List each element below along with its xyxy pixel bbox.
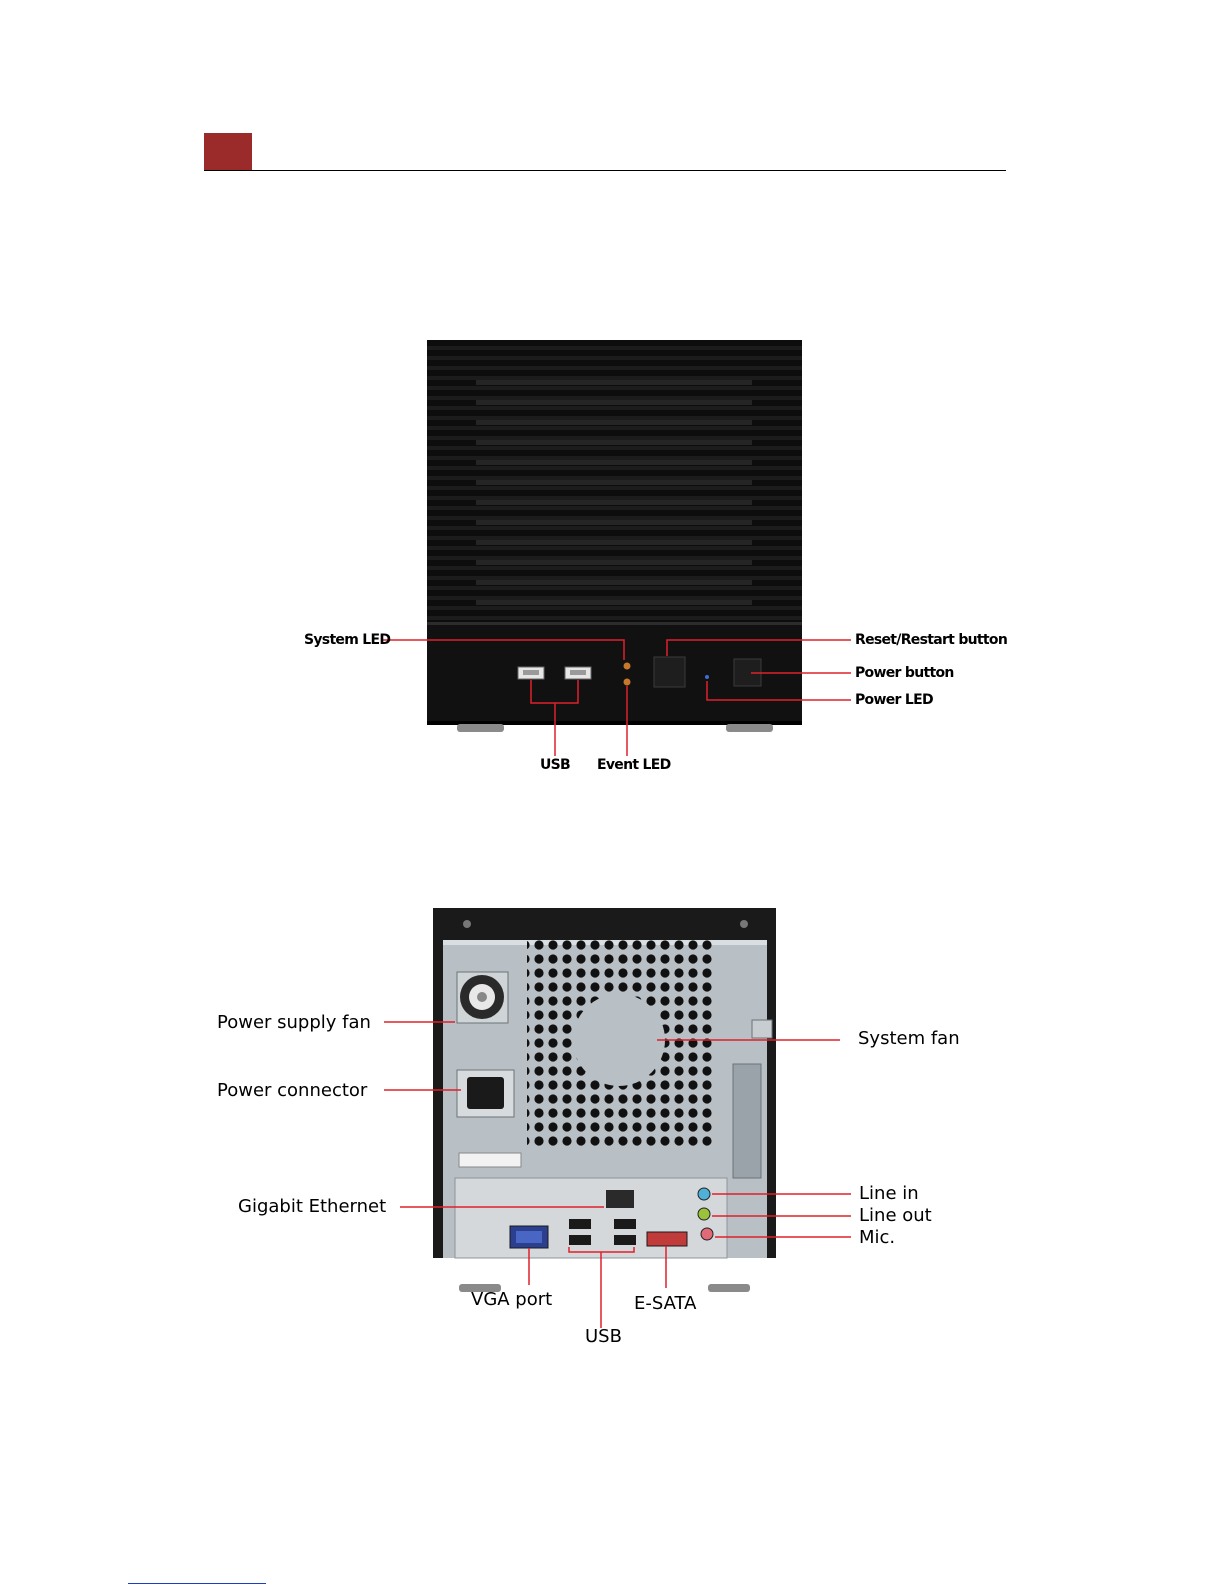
- system-led: [624, 663, 631, 670]
- label-mic: Mic.: [859, 1228, 895, 1248]
- power-supply-fan: [457, 972, 508, 1023]
- footer-link-underline: [128, 1583, 266, 1584]
- label-power-button: Power button: [855, 665, 954, 681]
- label-event-led: Event LED: [597, 757, 671, 773]
- label-system-fan: System fan: [858, 1029, 960, 1049]
- power-connector: [457, 1070, 514, 1117]
- reset-button: [654, 657, 685, 687]
- label-reset-button: Reset/Restart button: [855, 632, 1007, 648]
- label-power-connector: Power connector: [217, 1081, 367, 1101]
- label-system-led: System LED: [304, 632, 390, 648]
- label-rear-usb: USB: [585, 1327, 622, 1347]
- label-front-usb: USB: [540, 757, 570, 773]
- event-led: [624, 679, 631, 686]
- system-fan-grille: [527, 937, 712, 1147]
- label-line-out: Line out: [859, 1206, 932, 1226]
- label-power-led: Power LED: [855, 692, 933, 708]
- label-power-supply-fan: Power supply fan: [217, 1013, 371, 1033]
- label-esata: E-SATA: [634, 1294, 696, 1314]
- label-gigabit-ethernet: Gigabit Ethernet: [238, 1197, 386, 1217]
- power-led: [705, 675, 709, 679]
- label-vga-port: VGA port: [471, 1290, 552, 1310]
- label-line-in: Line in: [859, 1184, 919, 1204]
- io-panel: [455, 1178, 727, 1258]
- serial-label: [459, 1153, 521, 1167]
